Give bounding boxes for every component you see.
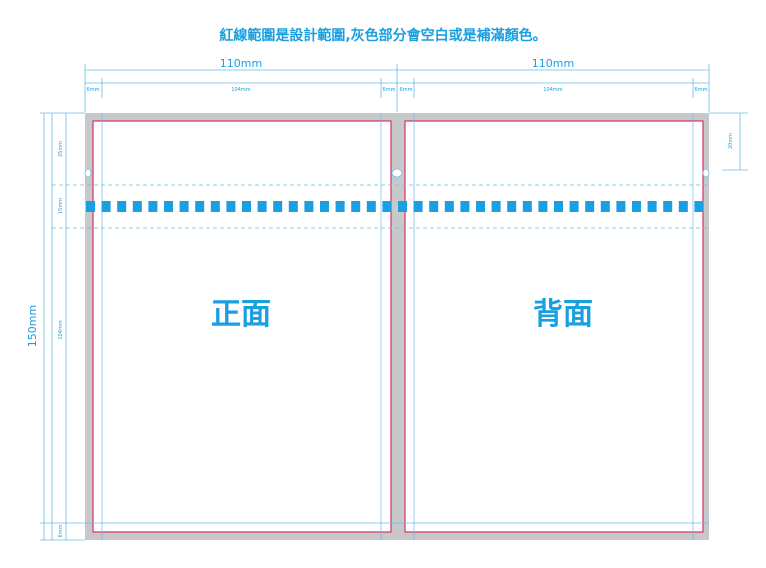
perf-section-label: 15mm (58, 198, 64, 214)
perforation-square (538, 201, 548, 212)
perforation-square (585, 201, 595, 212)
left-height-dimension (40, 112, 85, 541)
perforation-square (304, 201, 314, 212)
perforation-square (164, 201, 173, 212)
perforation-square (179, 201, 189, 212)
perforation-square (663, 201, 673, 212)
back-label: 背面 (533, 297, 593, 332)
perforation-square (320, 201, 329, 212)
perforation-square (554, 201, 563, 212)
perforation-square (257, 201, 267, 212)
perforation-square (366, 201, 376, 212)
perforation-square (148, 201, 158, 212)
perforation-square (429, 201, 439, 212)
perforation-square (351, 201, 361, 212)
margin-label-3: 6mm (400, 87, 413, 93)
diagram-title: 紅線範圍是設計範圍,灰色部分會空白或是補滿顏色。 (219, 27, 546, 44)
inner-width-label-right: 104mm (543, 87, 562, 93)
perforation-square (195, 201, 205, 212)
perforation-guides (52, 184, 709, 229)
perforation-square (382, 201, 392, 212)
perforation-square (522, 201, 532, 212)
perforation-square (288, 201, 298, 212)
perforation-square (476, 201, 485, 212)
left-width-label: 110mm (220, 57, 262, 70)
perforation-square (569, 201, 579, 212)
total-height-label: 150mm (26, 305, 39, 347)
right-dimension (709, 112, 748, 171)
perforation-square (398, 201, 407, 212)
perforation-square (273, 201, 283, 212)
perforation-square (694, 201, 704, 212)
perforation-square (444, 201, 454, 212)
front-label: 正面 (211, 297, 271, 332)
back-card (405, 121, 703, 532)
perforation-square (86, 201, 95, 212)
perforation-square (132, 201, 142, 212)
inner-guides (40, 113, 709, 540)
margin-label-2: 6mm (383, 87, 396, 93)
perforation-square (101, 201, 111, 212)
perforation-square (678, 201, 688, 212)
perforation-square (413, 201, 423, 212)
right-width-label: 110mm (532, 57, 574, 70)
bottom-margin-label: 6mm (58, 524, 64, 537)
perforation-square (226, 201, 236, 212)
perforation-square (616, 201, 626, 212)
front-design-boundary (92, 120, 392, 533)
perforation-square (242, 201, 251, 212)
margin-label-1: 6mm (87, 87, 100, 93)
perforation-square (460, 201, 470, 212)
top-width-dimension (84, 64, 710, 112)
perforation-square (632, 201, 641, 212)
body-section-label: 104mm (58, 320, 64, 339)
perforation-square (647, 201, 657, 212)
perforation-square (507, 201, 517, 212)
perforation-square (491, 201, 501, 212)
back-design-boundary (404, 120, 704, 533)
perforation-square (210, 201, 220, 212)
margin-label-4: 6mm (695, 87, 708, 93)
perforation-square (117, 201, 127, 212)
front-card (93, 121, 391, 532)
inner-width-label-left: 104mm (231, 87, 250, 93)
right-note-label: 20mm (728, 133, 734, 149)
hang-holes (84, 168, 710, 178)
top-section-label: 25mm (58, 141, 64, 157)
perforation-square (335, 201, 345, 212)
perforation-line (86, 201, 704, 212)
perforation-square (600, 201, 610, 212)
